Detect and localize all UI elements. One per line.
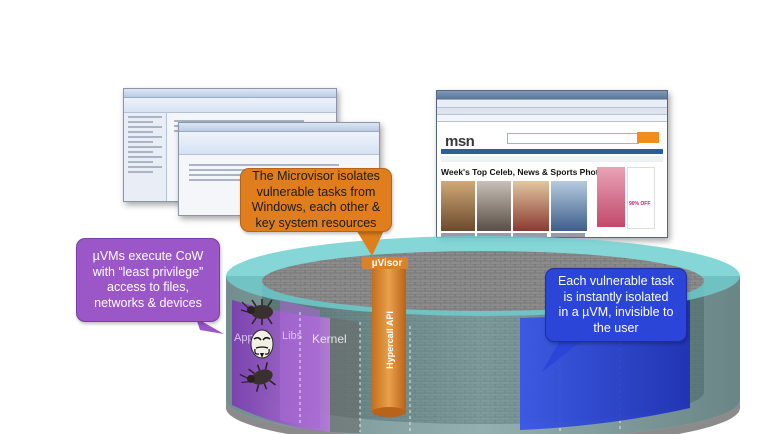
isolation-callout-text: Each vulnerable task is instantly isolat… <box>557 274 675 335</box>
microvisor-callout: The Microvisor isolates vulnerable tasks… <box>240 168 392 232</box>
msn-logo: msn <box>445 133 475 150</box>
uvisor-label: µVisor <box>372 258 403 269</box>
uvm-callout: µVMs execute CoW with “least privilege” … <box>76 238 220 322</box>
microvisor-callout-text: The Microvisor isolates vulnerable tasks… <box>251 169 381 230</box>
mask-icon <box>250 329 274 359</box>
hypercall-core <box>372 262 406 412</box>
uvm-callout-text: µVMs execute CoW with “least privilege” … <box>92 249 204 310</box>
browser-ad-text: 90% OFF <box>629 201 651 207</box>
isolation-callout: Each vulnerable task is instantly isolat… <box>545 268 687 342</box>
kernel-label: Kernel <box>312 332 347 346</box>
bug-icon <box>240 299 273 325</box>
libs-label: Libs <box>282 330 303 342</box>
browser-search-button <box>637 132 659 143</box>
bug-icon <box>239 362 276 392</box>
uvm-callout-pointer <box>196 318 224 334</box>
hypercall-api-label: Hypercall API <box>385 311 395 369</box>
browser-headline: Week's Top Celeb, News & Sports Photos <box>441 167 609 178</box>
microvisor-callout-pointer <box>355 228 385 256</box>
browser-window-screenshot: msn Week's Top Celeb, News & Sports Phot… <box>436 90 668 238</box>
